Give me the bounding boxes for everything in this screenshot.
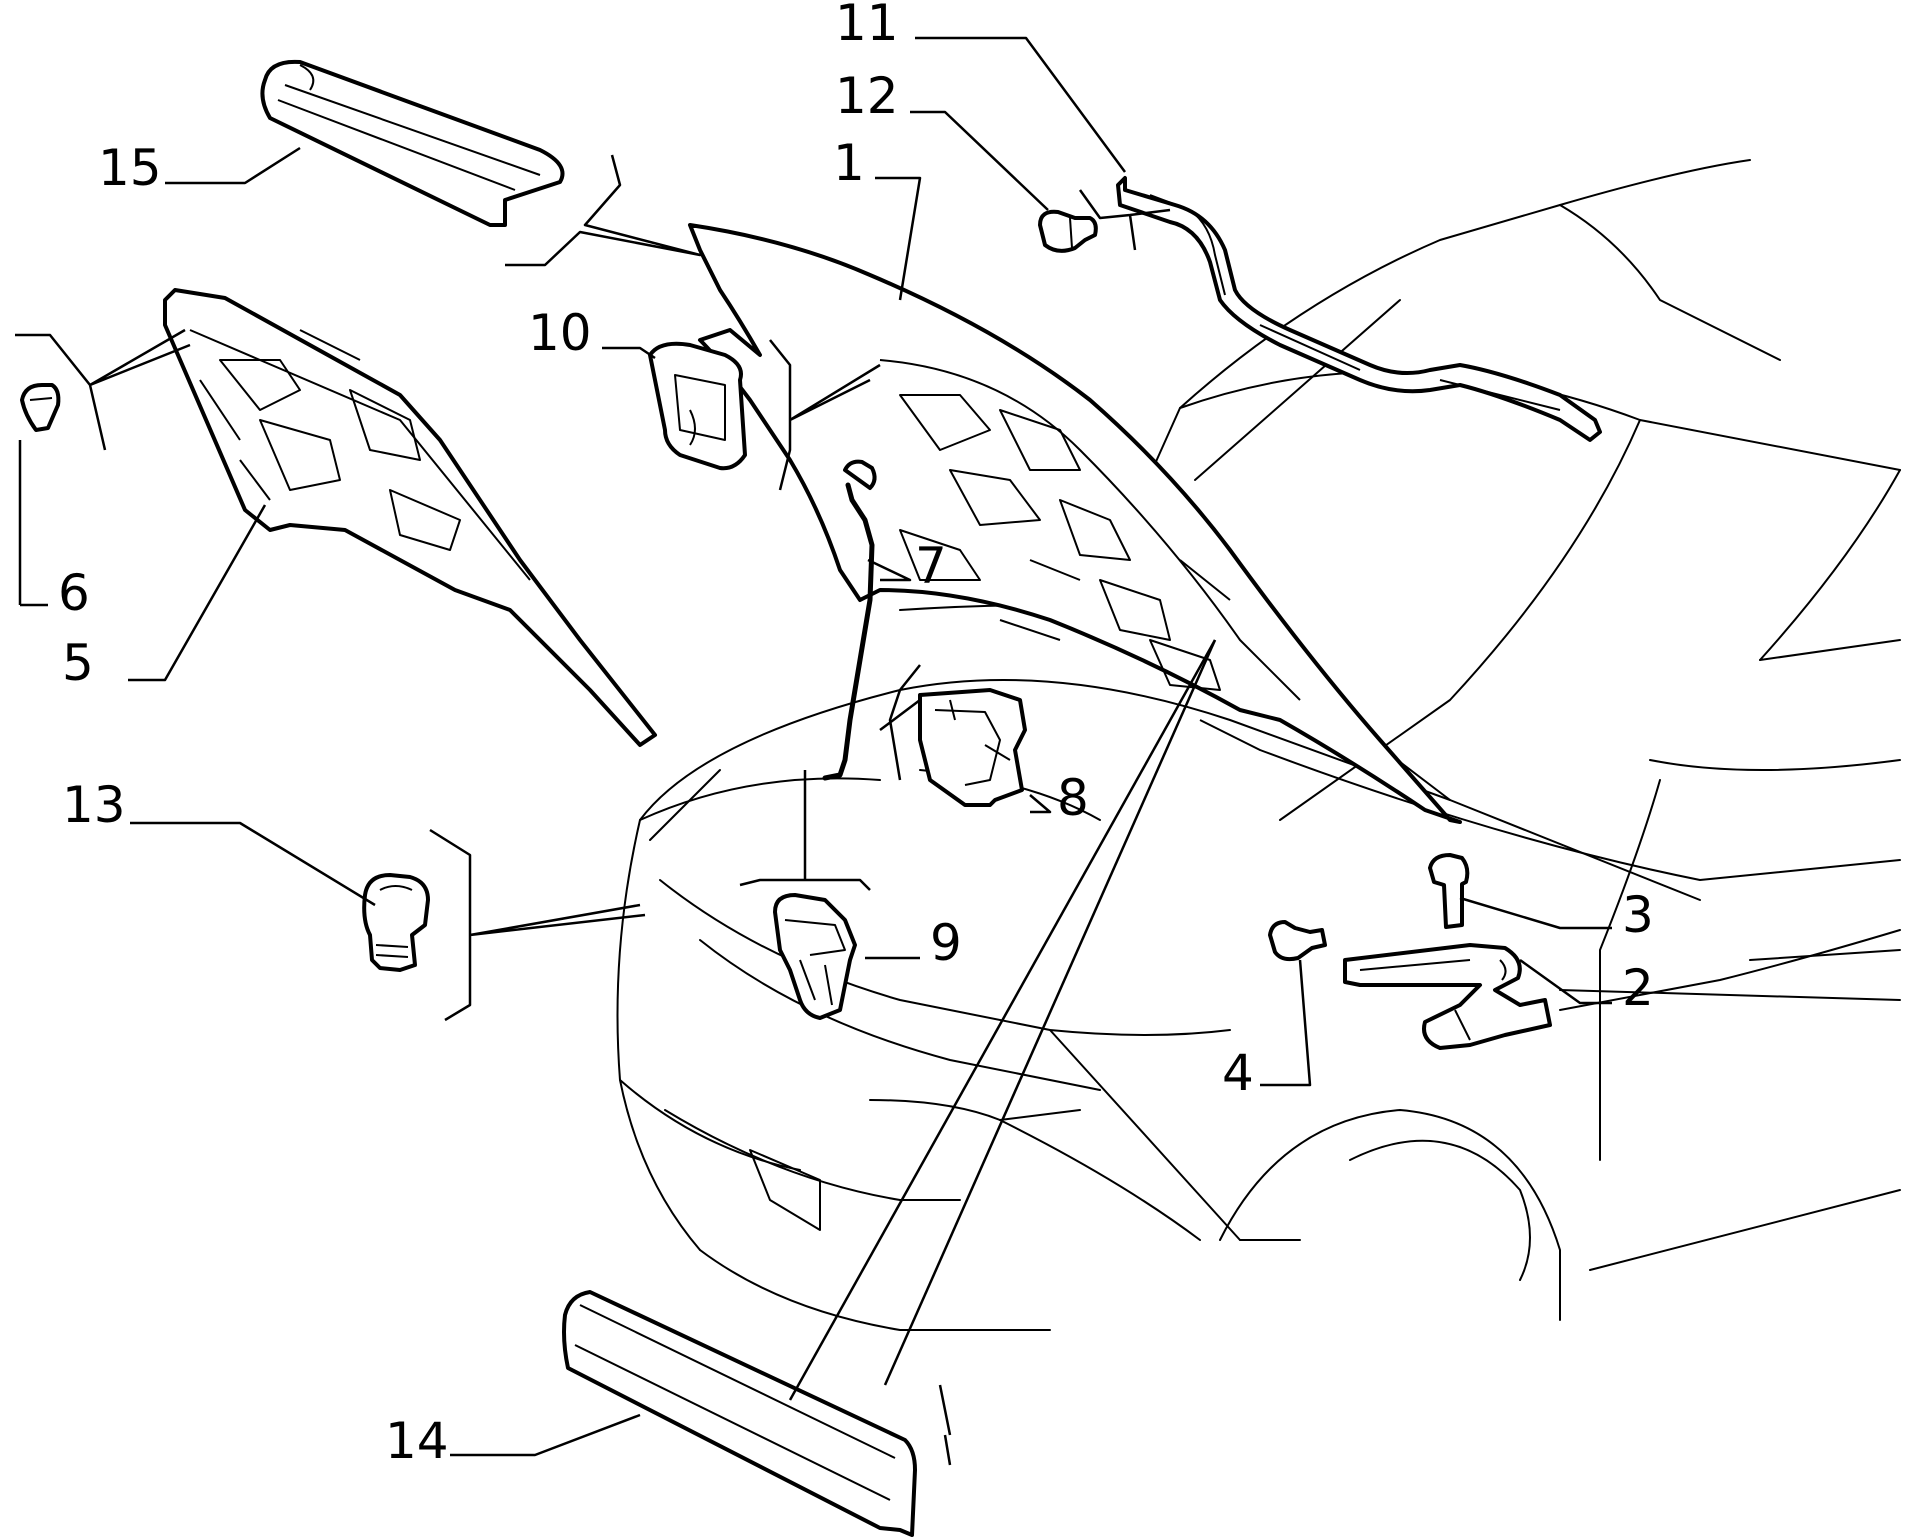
- part-7-prop-rod: [822, 459, 877, 781]
- part-1-bonnet: [688, 223, 1462, 824]
- part-11-rear-weatherstrip: [1116, 176, 1602, 442]
- part-13-adjustable-stop: [362, 873, 430, 972]
- part-5-hood-insulation-pad: [163, 288, 657, 747]
- callout-10: 10: [528, 304, 592, 362]
- part-9-hood-latch: [773, 893, 857, 1020]
- car-body-outline: [616, 159, 1901, 1331]
- callout-6: 6: [58, 564, 90, 622]
- callout-8: 8: [1057, 769, 1089, 827]
- callout-9: 9: [930, 914, 962, 972]
- part-2-hood-hinge: [1343, 943, 1552, 1050]
- callout-4: 4: [1222, 1044, 1254, 1102]
- part-10-rubber-buffer: [648, 341, 747, 471]
- callout-3: 3: [1622, 886, 1654, 944]
- leader-lines: [15, 36, 1612, 1466]
- part-14-front-trim-moulding: [562, 1290, 917, 1537]
- callout-labels: 11 12 1 15 10 7 6 5 8 13 9 3 2 4 14: [58, 0, 1654, 1470]
- callout-2: 2: [1622, 959, 1654, 1017]
- callout-13: 13: [62, 776, 126, 834]
- part-15-hood-seal-strip: [260, 59, 565, 227]
- part-6-push-clip: [20, 383, 61, 432]
- callout-1: 1: [833, 134, 865, 192]
- callout-5: 5: [62, 634, 94, 692]
- callout-15: 15: [98, 139, 162, 197]
- callout-14: 14: [385, 1412, 449, 1470]
- callout-12: 12: [835, 67, 899, 125]
- callout-7: 7: [915, 537, 947, 595]
- part-12-plug: [1038, 209, 1098, 253]
- part-8-prop-rod-holder: [918, 688, 1027, 807]
- callout-11: 11: [835, 0, 899, 52]
- part-3-hinge-bolt: [1428, 853, 1470, 929]
- part-4-bolt: [1268, 920, 1327, 962]
